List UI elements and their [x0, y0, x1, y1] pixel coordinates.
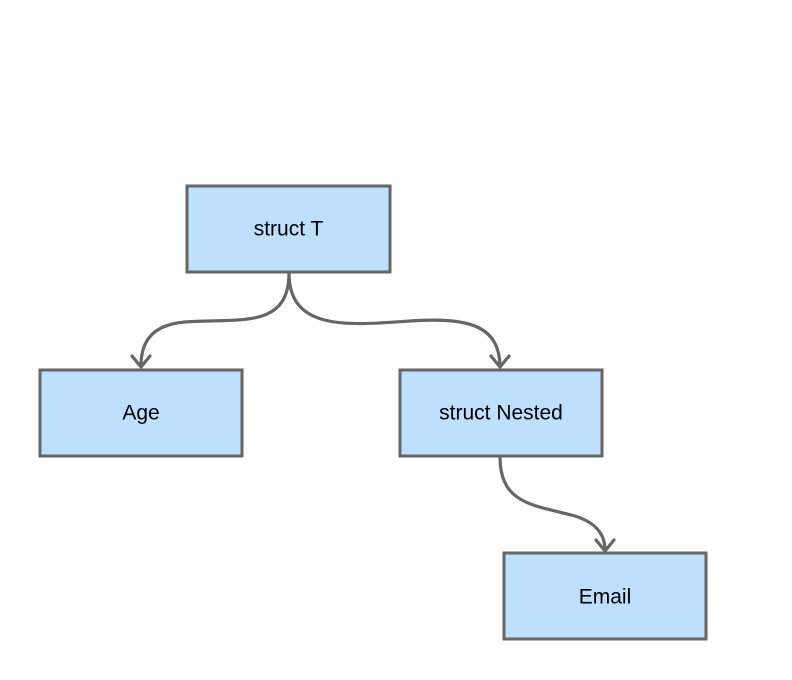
node-box: [38, 368, 244, 458]
edge-nested-to-email: [498, 455, 616, 553]
edge-t-to-age: [130, 271, 291, 369]
node-box: [502, 551, 708, 641]
arrow-head-icon: [594, 538, 616, 553]
arrow-head-icon: [489, 354, 511, 369]
node-label: Email: [579, 586, 632, 609]
edge-line: [498, 455, 607, 552]
node-age[interactable]: Age: [38, 368, 244, 458]
node-box: [398, 368, 604, 458]
node-label: struct T: [254, 218, 324, 241]
edge-line: [287, 271, 502, 368]
node-label: struct Nested: [439, 402, 563, 425]
arrow-head-icon: [130, 354, 152, 369]
edge-t-to-nested: [287, 271, 511, 369]
edge-line: [139, 271, 291, 368]
node-struct-t[interactable]: struct T: [185, 184, 392, 274]
node-struct-nested[interactable]: struct Nested: [398, 368, 604, 458]
node-label: Age: [122, 402, 159, 425]
node-box: [185, 184, 392, 274]
node-email[interactable]: Email: [502, 551, 708, 641]
